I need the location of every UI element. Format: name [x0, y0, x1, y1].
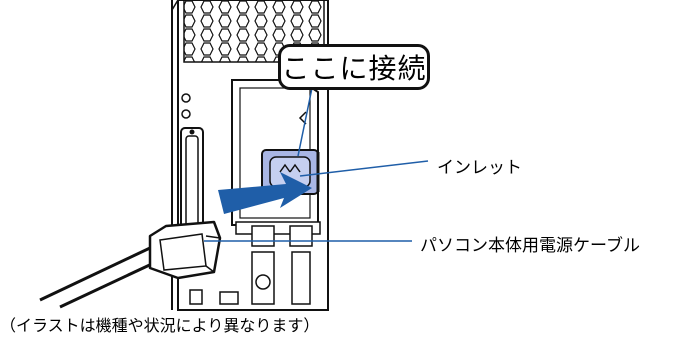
- power-cable-label: パソコン本体用電源ケーブル: [420, 236, 640, 256]
- side-connectors: [180, 93, 204, 241]
- leader-lines: [204, 87, 429, 242]
- connect-here-callout: ここに接続: [278, 44, 430, 90]
- inlet-label: インレット: [437, 158, 522, 178]
- power-plug-icon: [39, 220, 222, 309]
- insert-arrow-icon: [218, 172, 312, 214]
- power-inlet-icon: [261, 149, 320, 195]
- illustration-caption: （イラストは機種や状況により異なります）: [0, 316, 320, 335]
